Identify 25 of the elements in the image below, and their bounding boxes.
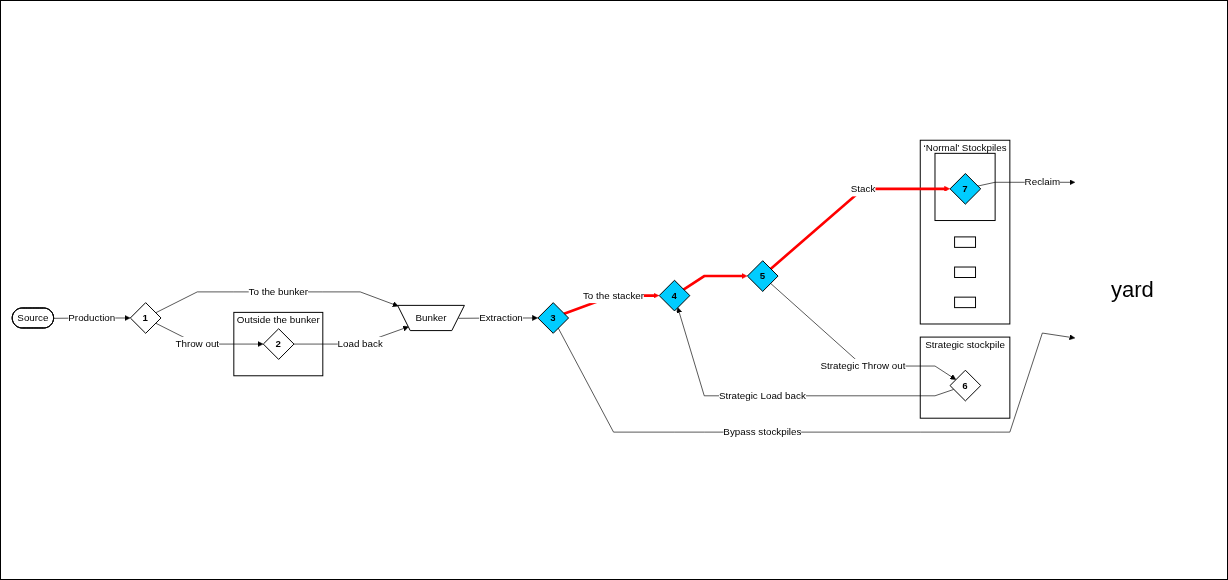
- edge-label: Production: [68, 312, 116, 324]
- node-diamond: 3: [537, 302, 570, 334]
- node-box: [954, 266, 976, 279]
- edge-label: Throw out: [175, 338, 220, 350]
- edge-label: Strategic Load back: [718, 389, 806, 402]
- arrow: [769, 186, 950, 271]
- node-diamond: 5: [746, 260, 779, 292]
- edge-label: Load back: [337, 338, 383, 350]
- edge-label: To the bunker: [248, 285, 309, 298]
- node-diamond: 6: [949, 369, 982, 402]
- arrow: [682, 273, 748, 291]
- node-diamond: 7: [949, 173, 982, 205]
- edge-label: Extraction: [479, 312, 523, 324]
- edge-label: Reclaim: [1024, 176, 1061, 188]
- group-label: yard: [1111, 277, 1155, 303]
- edge-label: Strategic Throw out: [820, 360, 906, 372]
- node-box: [954, 296, 976, 309]
- node-box: [954, 236, 976, 248]
- node-diamond: 4: [658, 279, 691, 312]
- edge-label: Bypass stockpiles: [723, 426, 802, 438]
- node-diamond: 2: [262, 328, 295, 361]
- edge-label: Stack: [850, 182, 876, 195]
- edge-label: To the stacker: [582, 289, 645, 301]
- cluster: [934, 153, 996, 222]
- node-diamond: 1: [129, 302, 162, 334]
